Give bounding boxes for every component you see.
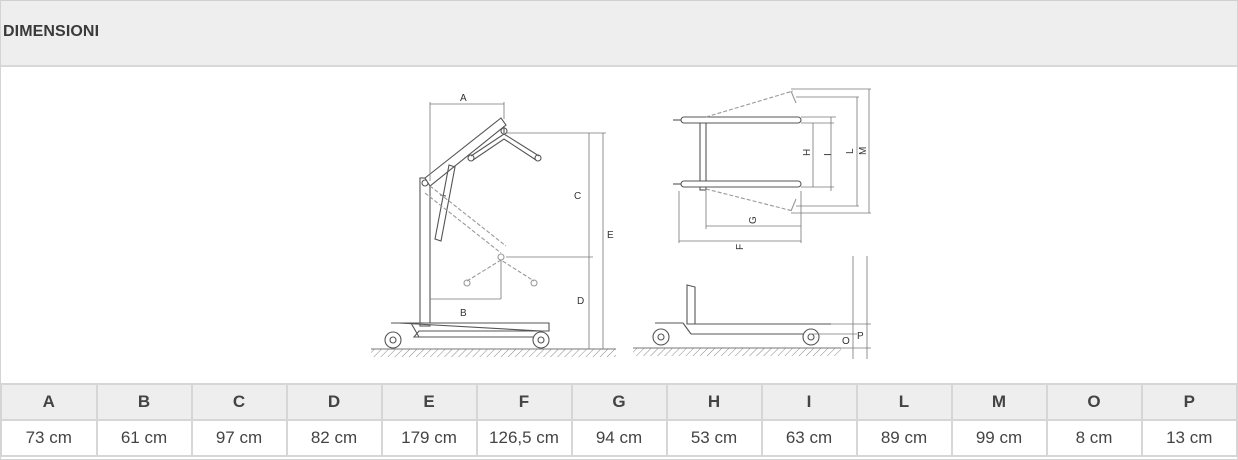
base-view — [633, 256, 871, 359]
label-d: D — [577, 296, 584, 307]
base-view-labels: O P — [842, 331, 864, 347]
column-header: C — [190, 383, 288, 421]
label-g: G — [748, 216, 759, 224]
column-header: F — [475, 383, 573, 421]
label-m: M — [858, 147, 869, 155]
top-view — [673, 88, 871, 243]
label-b: B — [460, 308, 467, 319]
column-header: O — [1045, 383, 1143, 421]
label-f: F — [735, 244, 746, 250]
column-header: M — [950, 383, 1048, 421]
column-header: E — [380, 383, 478, 421]
label-p: P — [857, 331, 864, 342]
table-cell: 99 cm — [950, 419, 1048, 457]
section-header: DIMENSIONI — [1, 1, 1237, 67]
label-i: I — [823, 153, 834, 156]
patient-lift-diagram: A B C D E — [371, 88, 871, 359]
dimensions-diagram: A B C D E — [1, 67, 1237, 383]
table-cell: 126,5 cm — [475, 419, 573, 457]
table-header-row: A B C D E F G H I L M O P — [1, 383, 1237, 421]
label-c: C — [574, 191, 581, 202]
table-cell: 8 cm — [1045, 419, 1143, 457]
column-header: G — [570, 383, 668, 421]
table-cell: 97 cm — [190, 419, 288, 457]
column-header: D — [285, 383, 383, 421]
dimensions-table: A B C D E F G H I L M O P 73 cm 61 cm 97… — [1, 383, 1237, 457]
side-view-labels: A B C D E — [460, 93, 614, 319]
table-cell: 89 cm — [855, 419, 953, 457]
table-cell: 179 cm — [380, 419, 478, 457]
column-header: I — [760, 383, 858, 421]
table-cell: 94 cm — [570, 419, 668, 457]
label-h: H — [802, 149, 813, 156]
column-header: B — [95, 383, 193, 421]
label-e: E — [607, 230, 614, 241]
column-header: A — [1, 383, 98, 421]
table-cell: 73 cm — [1, 419, 98, 457]
column-header: P — [1140, 383, 1237, 421]
label-l: L — [845, 148, 856, 154]
top-view-labels: F G H I L M — [735, 147, 869, 250]
section-title: DIMENSIONI — [3, 23, 100, 40]
table-cell: 61 cm — [95, 419, 193, 457]
table-cell: 53 cm — [665, 419, 763, 457]
label-o: O — [842, 336, 850, 347]
column-header: H — [665, 383, 763, 421]
column-header: L — [855, 383, 953, 421]
table-cell: 82 cm — [285, 419, 383, 457]
table-cell: 63 cm — [760, 419, 858, 457]
label-a: A — [460, 93, 467, 104]
side-view — [371, 102, 616, 357]
table-row: 73 cm 61 cm 97 cm 82 cm 179 cm 126,5 cm … — [1, 419, 1237, 457]
table-cell: 13 cm — [1140, 419, 1237, 457]
